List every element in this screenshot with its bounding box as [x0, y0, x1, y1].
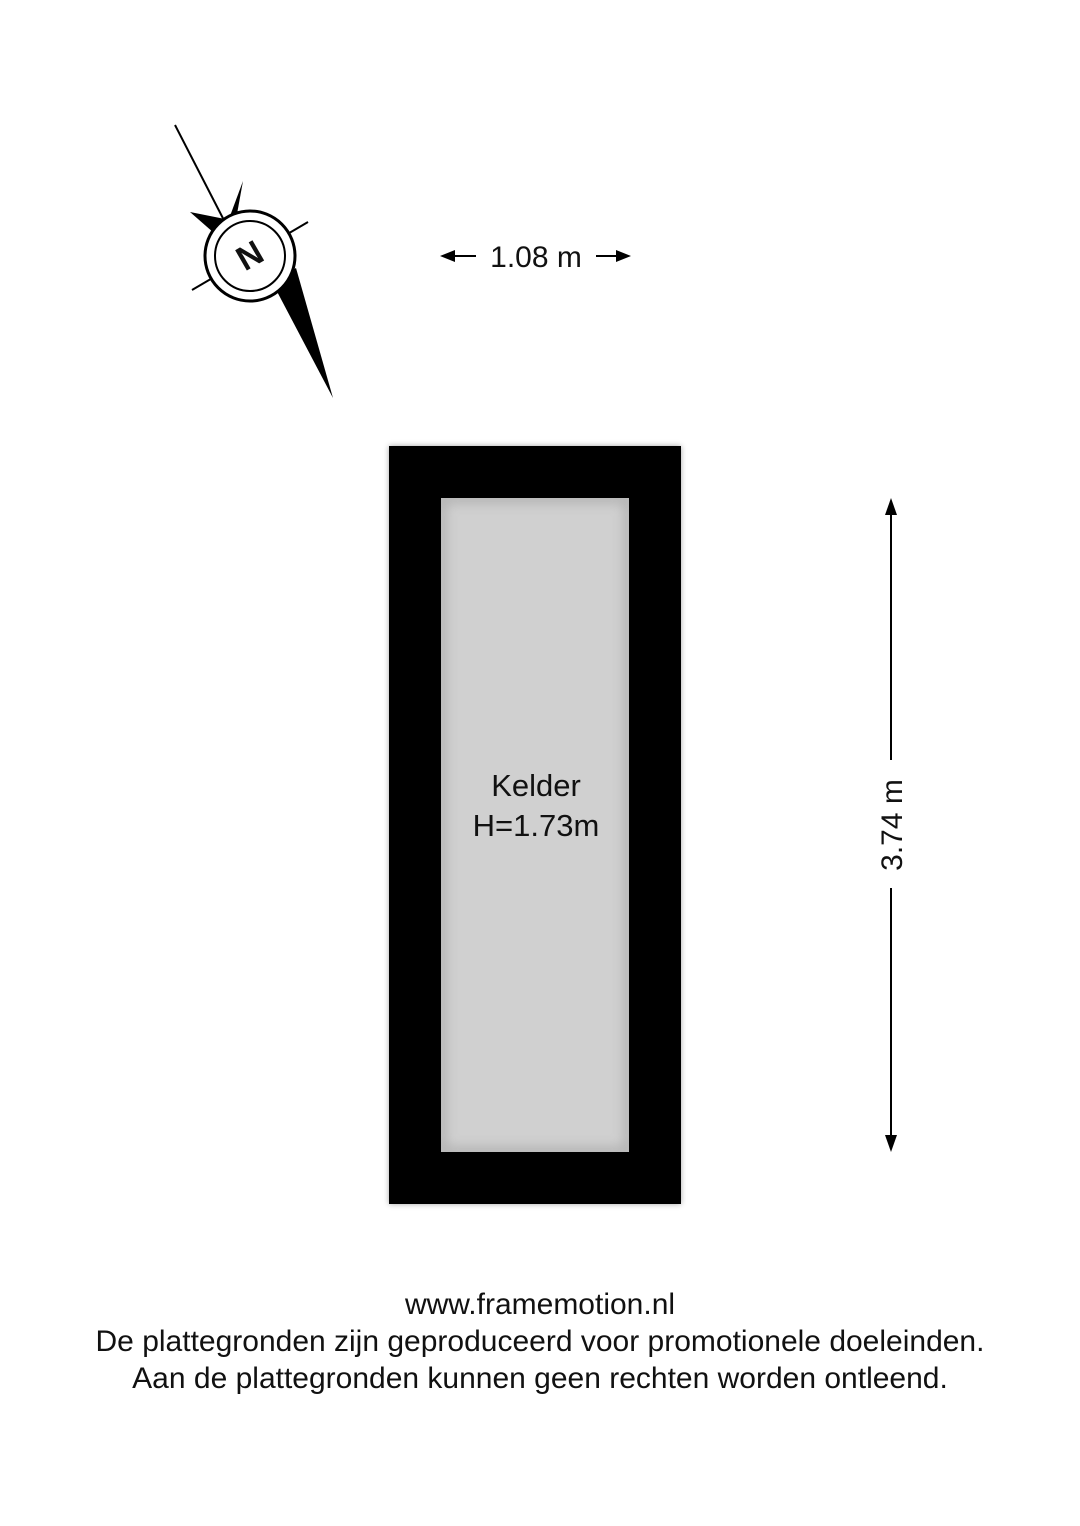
disclaimer-line-1: De plattegronden zijn geproduceerd voor … [95, 1325, 985, 1358]
height-dimension: 3.74 m [876, 498, 909, 1152]
room-height: H=1.73m [473, 808, 600, 843]
website-text: www.framemotion.nl [404, 1288, 676, 1321]
room-name: Kelder [491, 768, 581, 803]
disclaimer-line-2: Aan de plattegronden kunnen geen rechten… [132, 1362, 948, 1395]
width-dimension: 1.08 m [440, 241, 631, 274]
width-label: 1.08 m [490, 241, 582, 274]
north-arrow-icon: N [174, 124, 333, 398]
room-floor [441, 498, 629, 1152]
footer: www.framemotion.nl De plattegronden zijn… [0, 1286, 1080, 1397]
height-label: 3.74 m [876, 779, 909, 871]
floor-shade [437, 494, 633, 1156]
